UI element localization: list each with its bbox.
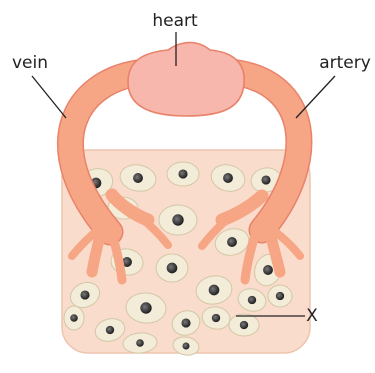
cell-nucleus xyxy=(172,214,183,225)
cell xyxy=(229,314,259,336)
cell-nucleus xyxy=(183,343,190,350)
cell-nucleus xyxy=(248,296,256,304)
cell-nucleus xyxy=(106,326,114,334)
vein-leader-line xyxy=(32,76,66,118)
artery-leader-line xyxy=(296,76,335,118)
cell-nucleus xyxy=(240,321,248,329)
cell-nucleus xyxy=(263,265,273,275)
artery-label: artery xyxy=(319,53,371,73)
cell-nucleus xyxy=(178,169,187,178)
cell xyxy=(156,254,188,282)
cell-nucleus xyxy=(223,173,233,183)
cell-nucleus xyxy=(261,175,270,184)
vein-label: vein xyxy=(12,53,48,73)
cell-nucleus xyxy=(136,339,144,347)
cell xyxy=(268,285,292,307)
cell-nucleus xyxy=(209,285,220,296)
cell-nucleus xyxy=(133,173,143,183)
heart-label: heart xyxy=(152,11,198,31)
cell-nucleus xyxy=(212,314,220,322)
cell-nucleus xyxy=(167,263,178,274)
cell-nucleus xyxy=(70,314,78,322)
cell-nucleus xyxy=(276,292,284,300)
cell xyxy=(159,205,197,235)
cell-nucleus xyxy=(181,318,190,327)
cell-nucleus xyxy=(140,302,151,313)
tissue-x-label: X xyxy=(306,306,318,326)
cell xyxy=(167,162,199,186)
cell xyxy=(64,306,84,330)
cell-nucleus xyxy=(80,290,89,299)
cell-nucleus xyxy=(227,237,237,247)
heart-shape xyxy=(128,43,244,117)
